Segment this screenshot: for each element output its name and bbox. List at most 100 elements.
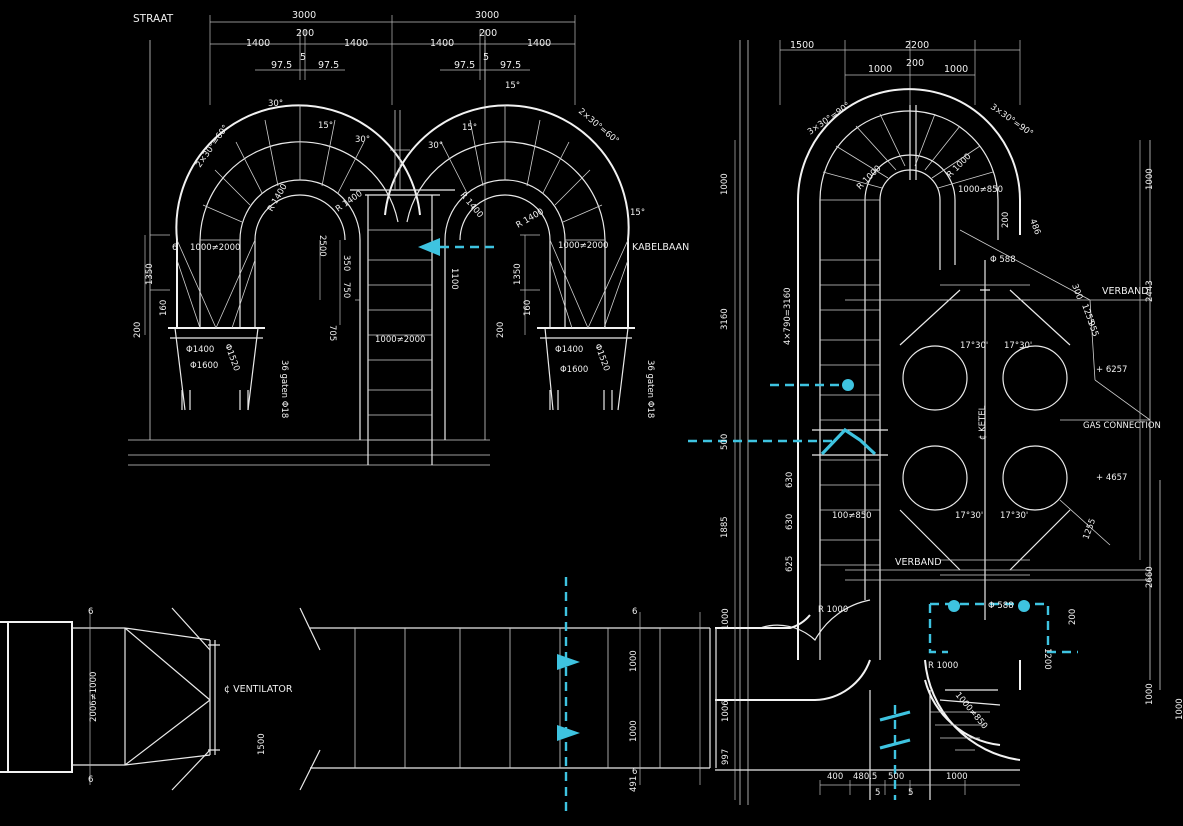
- dim-400: 400: [827, 772, 843, 782]
- bracket-icon: [820, 427, 877, 456]
- angle-17-30: 17°30': [1004, 341, 1032, 351]
- dim-955: 955: [1085, 320, 1100, 339]
- dim-3160: 3160: [720, 308, 730, 330]
- dim-6: 6: [172, 243, 177, 253]
- dim-97-5: 97.5: [271, 60, 292, 71]
- dim-5: 5: [483, 52, 489, 63]
- bolt-holes-label: 36 gaten Φ18: [279, 360, 289, 418]
- dim-200: 200: [1001, 212, 1011, 228]
- boiler-duct-view: [715, 40, 1161, 805]
- label-ketel: ¢ KETEL: [978, 405, 988, 440]
- dim-1500: 1500: [257, 733, 267, 755]
- dim-705: 705: [327, 325, 337, 341]
- dim-997: 997: [721, 749, 731, 765]
- angle-15: 15°: [462, 123, 477, 133]
- dim-2660: 2660: [1145, 566, 1155, 588]
- dim-1000: 1000: [946, 772, 968, 782]
- duct-size-label: 1000≠2000: [190, 243, 240, 253]
- labels: STRAAT KABELBAAN VERBAND VERBAND GAS CON…: [88, 10, 1183, 798]
- diameter-label: Φ1600: [190, 361, 218, 371]
- label-elev-lower: + 4657: [1096, 473, 1127, 483]
- angle-15: 15°: [505, 81, 520, 91]
- dim-491: 491: [629, 776, 639, 792]
- dim-1400: 1400: [246, 38, 270, 49]
- dim-2200: 2200: [905, 40, 929, 51]
- dim-500: 500: [888, 772, 904, 782]
- angle-30: 30°: [428, 141, 443, 151]
- dim-1000: 1000: [629, 720, 639, 742]
- dim-6: 6: [632, 767, 637, 777]
- duct-size-label: 1000≠2000: [375, 335, 425, 345]
- angle-15: 15°: [318, 121, 333, 131]
- dim-1350: 1350: [513, 263, 523, 285]
- radius-label: R 1000: [928, 661, 958, 671]
- radius-label: R 1400: [515, 207, 546, 231]
- dim-160: 160: [523, 300, 533, 316]
- dim-200: 200: [1068, 609, 1078, 625]
- radius-label: R 1000: [818, 605, 848, 615]
- dim-97-5: 97.5: [318, 60, 339, 71]
- arrow-left-icon: [418, 238, 440, 256]
- radius-label: R 1400: [458, 191, 485, 221]
- dim-1100: 1100: [449, 268, 459, 290]
- diameter-label: Φ1400: [555, 345, 583, 355]
- dim-350: 350: [341, 255, 351, 271]
- dim-1255: 1255: [1081, 517, 1098, 541]
- dim-630: 630: [785, 472, 795, 488]
- cyan-annotations: [418, 238, 1078, 815]
- label-ventilator: ¢ VENTILATOR: [224, 684, 293, 695]
- angle-17-30: 17°30': [960, 341, 988, 351]
- dim-5: 5: [300, 52, 306, 63]
- dim-300: 300: [1069, 283, 1084, 302]
- angle-30: 30°: [355, 135, 370, 145]
- diameter-label: Φ1600: [560, 365, 588, 375]
- dim-6: 6: [88, 607, 93, 617]
- dim-97-5: 97.5: [500, 60, 521, 71]
- dim-1000: 1000: [1145, 683, 1155, 705]
- angle-30: 30°: [268, 99, 283, 109]
- angle-17-30: 17°30': [1000, 511, 1028, 521]
- dim-1000: 1000: [944, 64, 968, 75]
- dim-160: 160: [159, 300, 169, 316]
- segment-angle: 3×30°=90°: [806, 101, 853, 138]
- point-marker-icon: [948, 600, 960, 612]
- segment-angle-left: 2×30°=60°: [194, 123, 231, 170]
- dim-1000: 1000: [721, 608, 731, 630]
- dim-1000: 1000: [629, 650, 639, 672]
- duct-size-label: 1000≠2000: [558, 241, 608, 251]
- flow-arrow-icon: [557, 725, 580, 741]
- angle-15: 15°: [630, 208, 645, 218]
- dim-6: 6: [632, 607, 637, 617]
- dim-1400: 1400: [527, 38, 551, 49]
- dim-3000-left: 3000: [292, 10, 316, 21]
- dim-750: 750: [341, 282, 351, 298]
- point-marker-icon: [1018, 600, 1030, 612]
- detail-box: [928, 602, 1078, 654]
- dim-2500: 2500: [317, 235, 327, 257]
- fan-duct-run: [0, 607, 717, 791]
- dim-200-right: 200: [479, 28, 497, 39]
- dim-1350: 1350: [145, 263, 155, 285]
- dim-500: 500: [720, 434, 730, 450]
- dim-5: 5: [908, 788, 913, 798]
- dim-1400: 1400: [430, 38, 454, 49]
- label-gas-connection: GAS CONNECTION: [1083, 421, 1161, 431]
- label-verband-top: VERBAND: [1102, 286, 1149, 297]
- dim-1000: 1000: [868, 64, 892, 75]
- label-kabelbaan: KABELBAAN: [632, 242, 689, 253]
- radius-label: R 1400: [266, 182, 290, 213]
- segment-angle: 3×30°=90°: [988, 102, 1035, 139]
- dim-2443: 2443: [1145, 280, 1155, 302]
- diameter-label: Φ 588: [990, 255, 1016, 265]
- diameter-label: Φ1520: [592, 343, 611, 373]
- dim-1500: 1500: [790, 40, 814, 51]
- dim-5: 5: [875, 788, 880, 798]
- dim-1000: 1000: [1175, 698, 1183, 720]
- dim-200: 200: [133, 322, 143, 338]
- diameter-label: Φ 588: [988, 601, 1014, 611]
- dim-6: 6: [88, 775, 93, 785]
- dim-1006: 1006: [721, 700, 731, 722]
- dim-625: 625: [785, 556, 795, 572]
